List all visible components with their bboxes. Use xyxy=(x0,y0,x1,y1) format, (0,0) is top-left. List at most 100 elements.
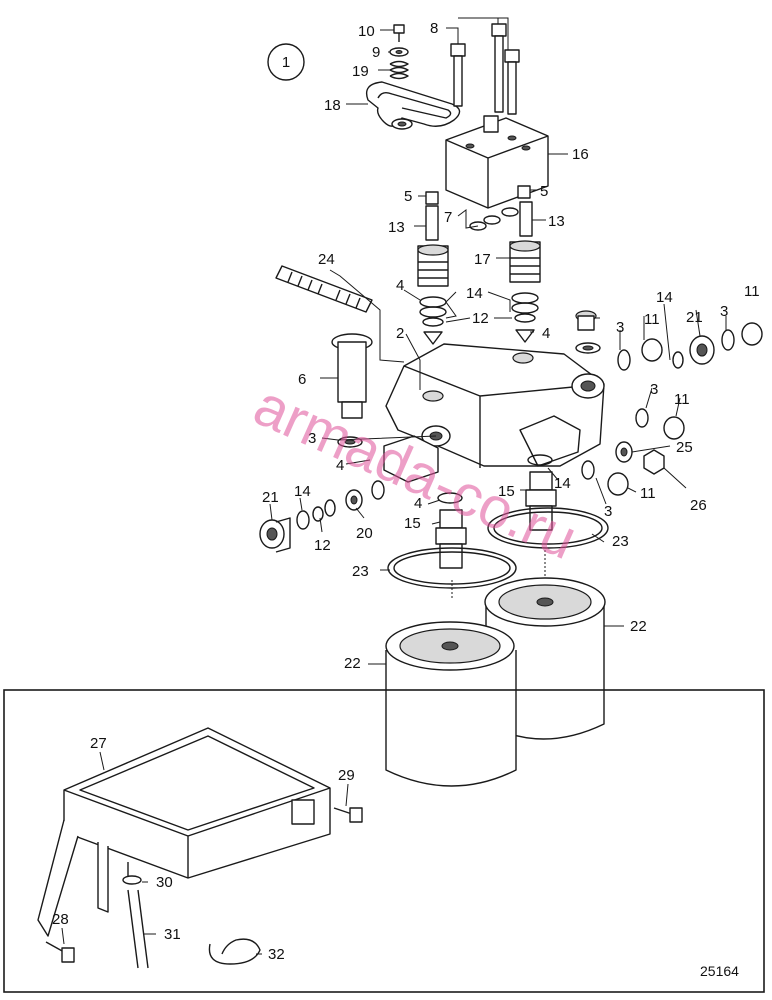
callout-10: 10 xyxy=(358,23,375,40)
part-23-seal-right xyxy=(487,507,609,549)
figure-number-badge: 1 xyxy=(267,43,305,81)
callout-22-left: 22 xyxy=(344,655,361,672)
callout-14-lower: 14 xyxy=(554,475,571,492)
part-3-washer-r1 xyxy=(617,349,631,371)
part-11-plug-r1 xyxy=(641,338,663,362)
callout-17: 17 xyxy=(474,251,491,268)
part-28-bolt xyxy=(45,941,75,963)
callout-7: 7 xyxy=(444,209,452,226)
part-3-washer-top xyxy=(575,342,601,354)
part-19-spring xyxy=(389,60,409,80)
part-32-clip xyxy=(208,938,261,965)
part-22-filter-left xyxy=(385,621,517,787)
callout-11-r4: 11 xyxy=(640,485,656,502)
callout-27: 27 xyxy=(90,735,107,752)
callout-14-left: 14 xyxy=(294,483,311,500)
callout-3-r3: 3 xyxy=(650,381,658,398)
callout-4-left: 4 xyxy=(336,457,344,474)
part-14-rings-left xyxy=(419,296,447,327)
figure-number: 1 xyxy=(282,54,290,71)
part-7-orings xyxy=(469,207,519,231)
part-21-plug-right xyxy=(689,335,715,365)
callout-18: 18 xyxy=(324,97,341,114)
part-30-washer xyxy=(122,875,142,885)
part-17-housing-right xyxy=(509,240,541,283)
callout-15-right: 15 xyxy=(498,483,515,500)
callout-15-left: 15 xyxy=(404,515,421,532)
callout-21-right: 21 xyxy=(686,309,703,326)
callout-26: 26 xyxy=(690,497,707,514)
callout-11-r2: 11 xyxy=(744,283,760,300)
part-14-rings-right xyxy=(511,292,539,323)
part-5-nipple-right xyxy=(517,185,531,199)
part-4-check-right xyxy=(515,329,535,343)
callout-4-right: 4 xyxy=(542,325,550,342)
callout-30: 30 xyxy=(156,874,173,891)
part-15-adapter-left xyxy=(435,509,467,569)
callout-29: 29 xyxy=(338,767,355,784)
callout-8: 8 xyxy=(430,20,438,37)
callout-3-left: 3 xyxy=(308,430,316,447)
callout-9: 9 xyxy=(372,44,380,61)
callout-16: 16 xyxy=(572,146,589,163)
part-8-bolts xyxy=(450,23,520,115)
callout-11-r1: 11 xyxy=(644,311,660,328)
callout-31: 31 xyxy=(164,926,181,943)
part-14-ring-lower xyxy=(527,454,553,466)
callout-6: 6 xyxy=(298,371,306,388)
part-9-washer xyxy=(389,47,409,57)
callout-19: 19 xyxy=(352,63,369,80)
callout-23-right: 23 xyxy=(612,533,629,550)
part-27-drip-tray xyxy=(37,727,331,937)
part-20-adapter xyxy=(345,489,363,511)
callout-3-r4: 3 xyxy=(604,503,612,520)
callout-12-upper: 12 xyxy=(472,310,489,327)
part-11-plug-r3 xyxy=(663,416,685,440)
callout-labels: 10 8 9 19 18 16 5 5 7 13 13 17 24 4 14 1… xyxy=(52,20,760,963)
callout-4-lower: 4 xyxy=(414,495,422,512)
callout-32: 32 xyxy=(268,946,285,963)
callout-22-right: 22 xyxy=(630,618,647,635)
callout-13-left: 13 xyxy=(388,219,405,236)
callout-25: 25 xyxy=(676,439,693,456)
part-11-plug-r4 xyxy=(607,472,629,496)
part-12-ring-left-side xyxy=(312,499,336,522)
callout-5-right: 5 xyxy=(540,183,548,200)
callout-24: 24 xyxy=(318,251,335,268)
part-5-nipple-left xyxy=(425,191,439,205)
part-2-filter-housing xyxy=(383,343,605,483)
part-29-bolt xyxy=(333,807,363,823)
part-13-valve-left xyxy=(425,205,439,241)
part-14-ring-r1 xyxy=(672,351,684,369)
part-10-screw xyxy=(393,24,405,42)
part-18-bracket xyxy=(365,81,461,130)
callout-13-right: 13 xyxy=(548,213,565,230)
callout-3-r2: 3 xyxy=(720,303,728,320)
callout-12-left: 12 xyxy=(314,537,331,554)
callout-11-r3: 11 xyxy=(674,391,690,408)
drawing-reference-number: 25164 xyxy=(700,963,739,979)
part-4-check-left xyxy=(423,331,443,345)
part-3-washer-r4 xyxy=(581,460,595,480)
callout-14-right: 14 xyxy=(656,289,673,306)
part-24-stud xyxy=(275,265,373,313)
part-16-block xyxy=(445,115,549,209)
callout-20: 20 xyxy=(356,525,373,542)
part-11-plug-r2 xyxy=(741,322,763,346)
part-31-hose xyxy=(127,889,149,969)
callout-4-upper: 4 xyxy=(396,277,404,294)
part-17-housing-left xyxy=(417,244,449,287)
part-6-sensor xyxy=(331,333,373,419)
leader-lines xyxy=(61,17,727,955)
callout-14-upper: 14 xyxy=(466,285,483,302)
part-13-valve-right xyxy=(519,201,533,237)
callout-3-r1: 3 xyxy=(616,319,624,336)
callout-23-left: 23 xyxy=(352,563,369,580)
part-26-nut xyxy=(643,449,665,475)
callout-2: 2 xyxy=(396,325,404,342)
callout-5-left: 5 xyxy=(404,188,412,205)
part-3-washer-r3 xyxy=(635,408,649,428)
part-11-plug-top xyxy=(575,310,597,331)
part-4-ring-left-side xyxy=(371,480,385,500)
